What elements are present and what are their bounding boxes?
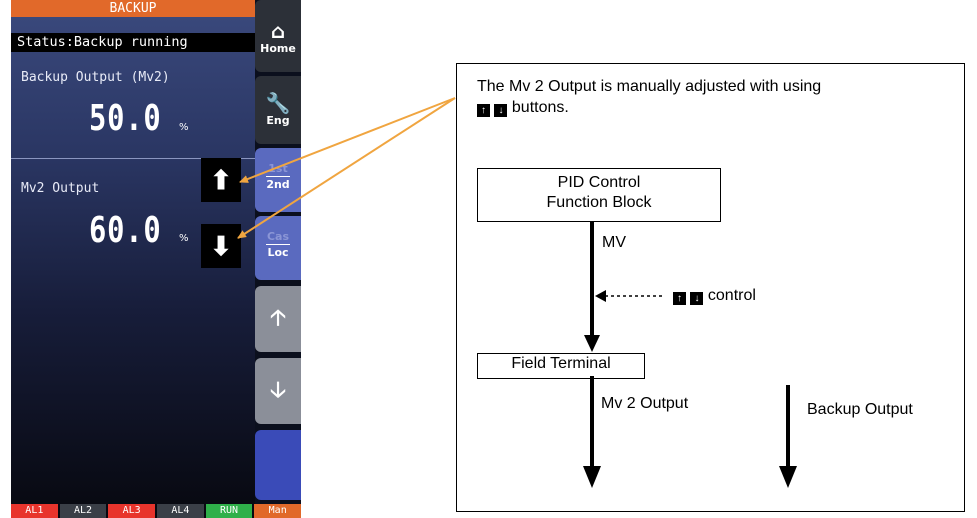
- first-second-button[interactable]: 1st 2nd: [255, 148, 301, 212]
- home-button-label: Home: [260, 42, 296, 55]
- pid-control-block: PID Control Function Block: [477, 168, 721, 222]
- down-key-icon: ↓: [494, 104, 508, 117]
- blank-function-button[interactable]: [255, 430, 301, 500]
- caption-line-2: ↑ ↓ buttons.: [477, 99, 569, 117]
- backup-output-diagram-label: Backup Output: [807, 401, 913, 418]
- alarm-al1: AL1: [11, 504, 58, 518]
- arrow-down-icon: ⬇: [210, 231, 232, 261]
- home-button[interactable]: ⌂ Home: [255, 0, 301, 72]
- second-label: 2nd: [266, 178, 290, 191]
- field-terminal-block: Field Terminal: [477, 353, 645, 379]
- device-panel: BACKUP Status:Backup running Backup Outp…: [11, 0, 302, 518]
- status-text: Status:Backup running: [11, 33, 255, 52]
- divider-line: [266, 176, 290, 177]
- caption-line-1: The Mv 2 Output is manually adjusted wit…: [477, 78, 822, 95]
- backup-output-label: Backup Output (Mv2): [21, 70, 170, 85]
- control-label: control: [707, 287, 756, 304]
- mv2-output-label: Mv2 Output: [21, 181, 100, 196]
- section-divider: [11, 158, 255, 159]
- backup-output-value: 50.0: [89, 98, 162, 139]
- control-legend: ↑ ↓ control: [673, 287, 756, 305]
- home-icon: ⌂: [270, 19, 286, 43]
- alarm-run: RUN: [205, 504, 253, 518]
- arrow-up-icon: 🡡: [270, 306, 286, 331]
- down-key-icon: ↓: [690, 292, 704, 305]
- first-label: 1st: [268, 162, 288, 175]
- explanation-diagram: The Mv 2 Output is manually adjusted wit…: [456, 63, 965, 512]
- divider-line: [266, 244, 290, 245]
- pid-block-line-1: PID Control: [557, 174, 641, 191]
- up-key-icon: ↑: [477, 104, 490, 117]
- caption-buttons-text: buttons.: [511, 99, 569, 116]
- cas-label: Cas: [266, 230, 290, 243]
- cas-loc-button[interactable]: Cas Loc: [255, 216, 301, 280]
- mv2-decrease-button[interactable]: ⬇: [201, 224, 241, 268]
- wrench-icon: 🔧: [265, 91, 291, 115]
- mv-label: MV: [602, 234, 626, 251]
- device-screen: BACKUP Status:Backup running Backup Outp…: [11, 0, 255, 518]
- pid-block-line-2: Function Block: [546, 194, 652, 211]
- arrow-down-icon: 🡣: [270, 378, 286, 403]
- mv2-output-value: 60.0: [89, 210, 162, 251]
- mv2-output-diagram-label: Mv 2 Output: [601, 395, 689, 412]
- alarm-man: Man: [254, 504, 302, 518]
- backup-output-unit: %: [179, 122, 189, 133]
- eng-button-label: Eng: [266, 114, 290, 127]
- scroll-up-button[interactable]: 🡡: [255, 286, 301, 352]
- mv2-increase-button[interactable]: ⬆: [201, 158, 241, 202]
- arrow-up-icon: ⬆: [210, 165, 232, 195]
- alarm-al4: AL4: [157, 504, 204, 518]
- scroll-down-button[interactable]: 🡣: [255, 358, 301, 424]
- loc-label: Loc: [267, 246, 289, 259]
- eng-button[interactable]: 🔧 Eng: [255, 76, 301, 144]
- alarm-al2: AL2: [59, 504, 107, 518]
- up-key-icon: ↑: [673, 292, 686, 305]
- alarm-al3: AL3: [108, 504, 156, 518]
- screen-title: BACKUP: [11, 0, 255, 17]
- mv2-output-unit: %: [179, 233, 189, 244]
